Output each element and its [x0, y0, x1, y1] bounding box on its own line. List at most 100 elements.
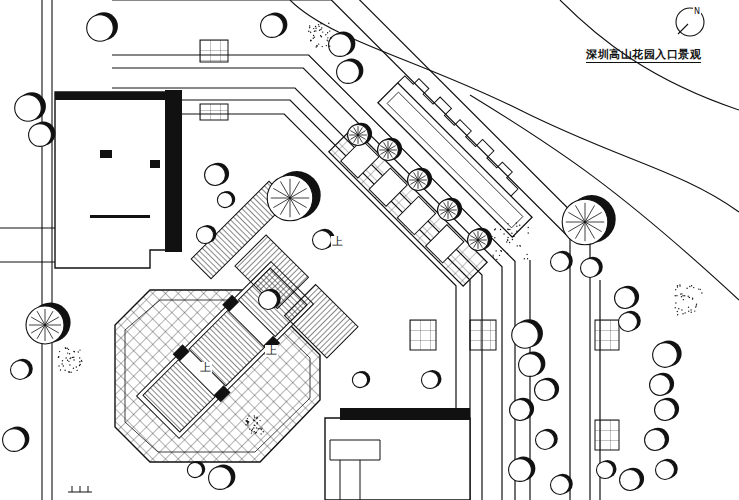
- tree-canopy: [645, 430, 666, 451]
- shrub-dot: [679, 284, 680, 285]
- shrub-dot: [65, 347, 66, 348]
- shrub-dot: [318, 43, 319, 44]
- shrub-dot: [698, 288, 699, 289]
- tree-canopy: [209, 467, 232, 490]
- shrub-dot: [687, 296, 688, 297]
- tree-symbol: [656, 459, 678, 480]
- tree-canopy: [408, 170, 429, 191]
- shrub-dot: [675, 307, 676, 308]
- tree-canopy: [519, 354, 542, 377]
- tree-symbol: [421, 370, 441, 389]
- walkway-line: [112, 55, 515, 500]
- shrub-dot: [694, 310, 695, 311]
- tree-branches: [271, 179, 309, 217]
- water-feature: [378, 69, 546, 237]
- tree-symbol: [205, 163, 230, 186]
- shrub-dot: [69, 358, 70, 359]
- tree-symbol: [217, 191, 235, 208]
- shrub-dot: [675, 295, 676, 296]
- shrub-dot: [256, 423, 257, 424]
- tree-symbol: [267, 171, 321, 221]
- shrub-dot: [313, 35, 314, 36]
- shrub-dot: [319, 30, 320, 31]
- shrub-dot: [58, 357, 59, 358]
- shrub-dot: [491, 236, 492, 237]
- paving-squares: [200, 40, 619, 450]
- tree-canopy: [656, 461, 675, 480]
- shrub-dot: [67, 352, 68, 353]
- shrub-dot: [509, 242, 510, 243]
- tree-symbol: [615, 286, 640, 309]
- shrub-dot: [256, 432, 257, 433]
- tree-symbol: [655, 398, 680, 421]
- shrub-dot: [524, 258, 525, 259]
- tree-canopy: [512, 322, 539, 349]
- shrub-dot: [247, 423, 248, 424]
- shrub-dot: [677, 314, 678, 315]
- shrub-dot: [246, 420, 247, 421]
- tree-canopy: [337, 61, 360, 84]
- tree-symbol: [512, 319, 543, 348]
- shrub-dot: [325, 34, 326, 35]
- shrub-dot: [519, 225, 520, 226]
- shrub-dot: [256, 416, 257, 417]
- shrub-dot: [254, 425, 255, 426]
- tree-canopy: [11, 361, 30, 380]
- shrub-dot: [684, 312, 685, 313]
- shrub-dot: [263, 431, 264, 432]
- tree-symbol: [562, 195, 616, 245]
- shrub-dot: [528, 227, 529, 228]
- walkway-bands: [112, 0, 600, 500]
- tree-symbol: [352, 371, 370, 388]
- shrub-dot: [247, 421, 248, 422]
- tree-canopy: [650, 375, 671, 396]
- shrub-dot: [78, 351, 79, 352]
- shrub-dot: [256, 427, 257, 428]
- stair-up-label: 上: [199, 362, 212, 374]
- shrub-dot: [59, 351, 60, 352]
- shrub-dot: [81, 360, 82, 361]
- shrub-dot: [68, 349, 69, 350]
- shrub-dot: [676, 295, 677, 296]
- shrub-dot: [494, 237, 495, 238]
- tree-canopy: [15, 95, 42, 122]
- shrub-dot: [678, 308, 679, 309]
- shrub-dot: [318, 24, 319, 25]
- tree-canopy: [87, 15, 114, 42]
- shrub-dot: [507, 239, 508, 240]
- shrub-dot: [327, 39, 328, 40]
- shrub-dot: [692, 298, 693, 299]
- shrub-dot: [516, 226, 517, 227]
- tree-symbol: [337, 59, 364, 84]
- shrub-dot: [329, 30, 330, 31]
- shrub-dot: [310, 40, 311, 41]
- shrub-dot: [527, 258, 528, 259]
- shrub-dot: [79, 361, 80, 362]
- shrub-dot: [322, 31, 323, 32]
- tree-symbol: [87, 12, 118, 41]
- tree-branches: [379, 141, 397, 159]
- shrub-dot: [681, 309, 682, 310]
- tree-symbol: [261, 13, 288, 38]
- tree-symbol: [209, 465, 236, 490]
- shrub-dot: [68, 371, 69, 372]
- tree-branches: [439, 201, 457, 219]
- shrub-dot: [677, 311, 678, 312]
- shrub-dot: [314, 31, 315, 32]
- shrub-dot: [315, 46, 316, 47]
- shrub-dot: [67, 360, 68, 361]
- shrub-dot: [65, 357, 66, 358]
- shrub-dot: [686, 288, 687, 289]
- tree-canopy: [468, 230, 489, 251]
- tree-symbol: [509, 457, 536, 482]
- shrub-dot: [260, 433, 261, 434]
- shrub-dot: [310, 32, 311, 33]
- tree-canopy: [217, 192, 232, 207]
- tree-canopy: [510, 400, 531, 421]
- shrub-dot: [528, 232, 529, 233]
- shrub-dot: [681, 293, 682, 294]
- tree-group: [3, 12, 703, 494]
- tree-symbol: [29, 122, 56, 147]
- shrub-dot: [309, 27, 310, 28]
- shrub-dot: [254, 417, 255, 418]
